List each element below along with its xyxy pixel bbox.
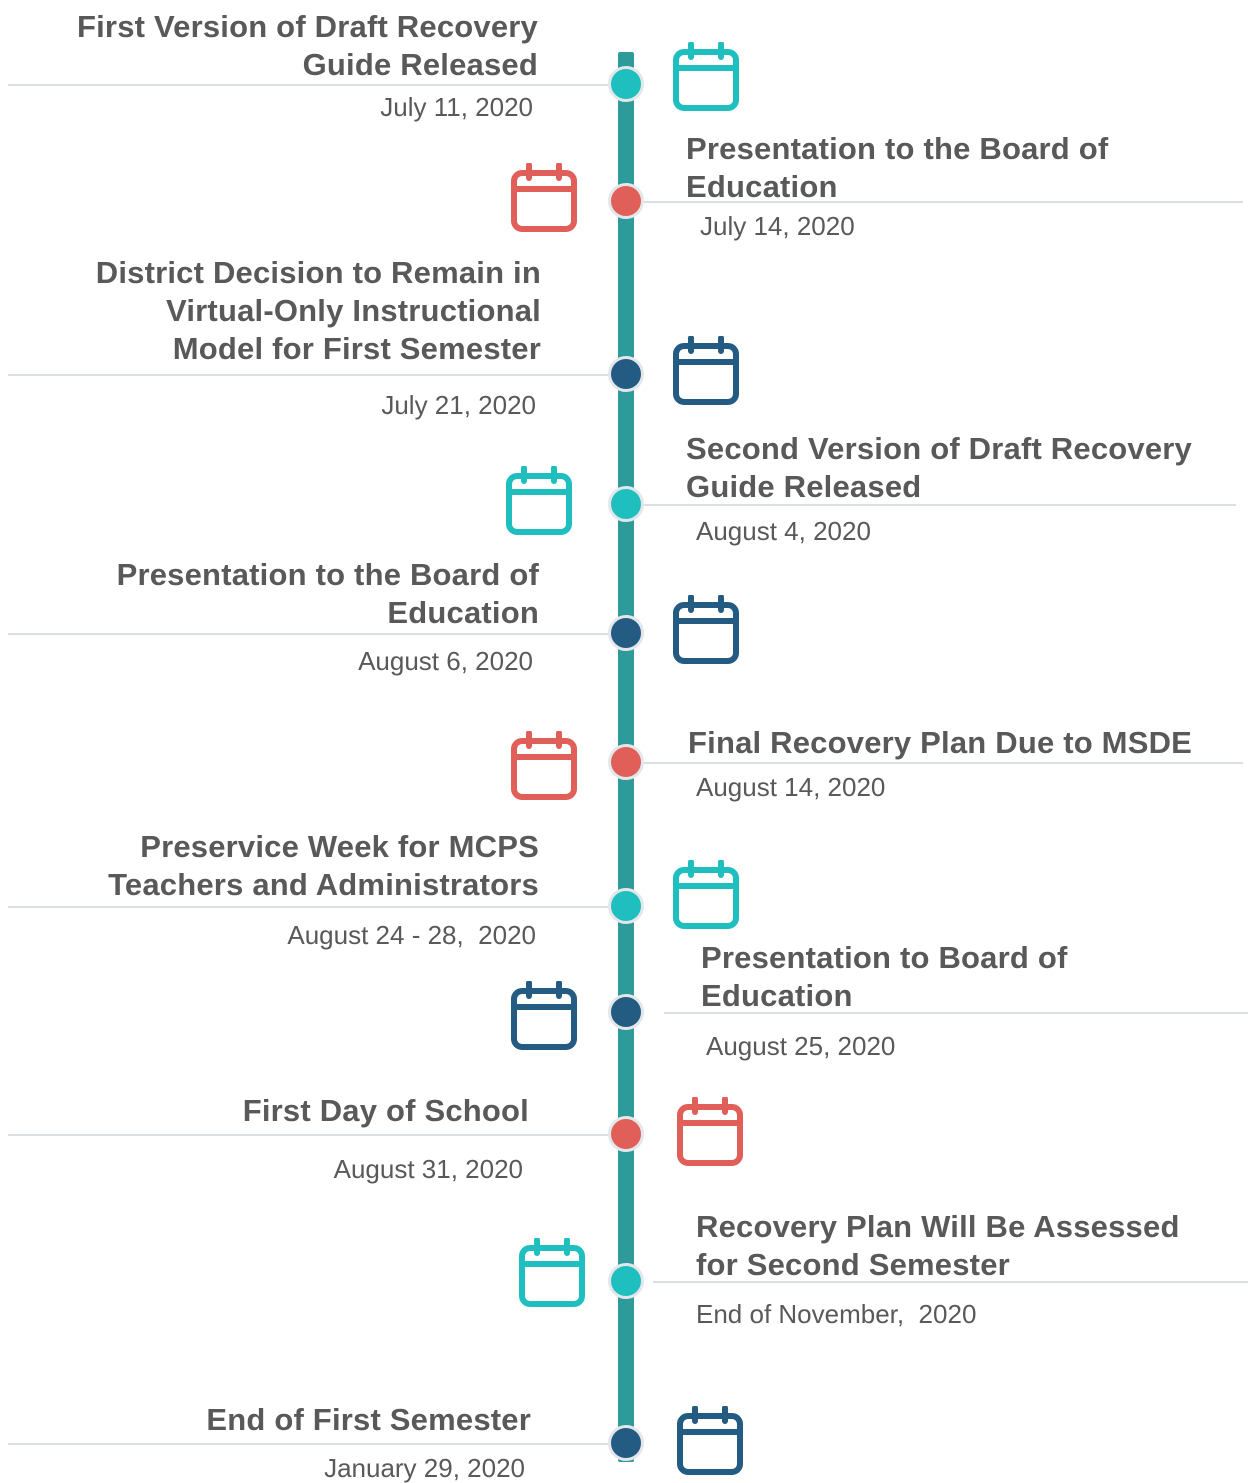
- event-date: July 14, 2020: [700, 211, 855, 241]
- event-divider: [8, 633, 610, 635]
- timeline-event: Second Version of Draft Recovery Guide R…: [0, 0, 1250, 546]
- timeline-dot: [608, 994, 644, 1030]
- timeline-dot: [608, 183, 644, 219]
- calendar-icon: [676, 1097, 744, 1167]
- event-title: Recovery Plan Will Be Assessed for Secon…: [696, 1209, 1180, 1282]
- event-date: August 4, 2020: [696, 516, 871, 546]
- event-divider: [8, 906, 610, 908]
- timeline-dot: [608, 744, 644, 780]
- timeline-dot: [608, 1263, 644, 1299]
- calendar-icon: [676, 1406, 744, 1476]
- event-divider: [644, 762, 1243, 764]
- event-date: July 11, 2020: [380, 92, 533, 122]
- event-date: August 24 - 28, 2020: [287, 920, 536, 950]
- timeline-dot: [608, 66, 644, 102]
- timeline-dot: [608, 888, 644, 924]
- event-divider: [8, 1443, 610, 1445]
- calendar-icon: [672, 595, 740, 665]
- calendar-icon: [672, 336, 740, 406]
- event-divider: [653, 1281, 1248, 1283]
- event-title: District Decision to Remain in Virtual-O…: [95, 255, 541, 366]
- event-date: August 6, 2020: [358, 646, 533, 676]
- event-date: August 14, 2020: [696, 772, 886, 802]
- event-divider: [664, 1012, 1248, 1014]
- timeline-event: First Version of Draft Recovery Guide Re…: [0, 0, 1250, 122]
- timeline-event: Recovery Plan Will Be Assessed for Secon…: [0, 0, 1250, 1329]
- event-divider: [644, 201, 1243, 203]
- event-date: End of November, 2020: [696, 1299, 977, 1329]
- calendar-icon: [505, 466, 573, 536]
- event-title: End of First Semester: [206, 1402, 531, 1437]
- calendar-icon: [510, 731, 578, 801]
- event-date: January 29, 2020: [324, 1453, 525, 1483]
- event-title: Second Version of Draft Recovery Guide R…: [686, 431, 1193, 504]
- calendar-icon: [672, 42, 740, 112]
- calendar-icon: [518, 1238, 586, 1308]
- event-title: Presentation to Board of Education: [701, 940, 1068, 1013]
- event-title: Presentation to the Board of Education: [116, 557, 539, 630]
- calendar-icon: [510, 981, 578, 1051]
- timeline-dot: [608, 486, 644, 522]
- calendar-icon: [510, 163, 578, 233]
- event-title: First Version of Draft Recovery Guide Re…: [76, 9, 538, 82]
- timeline-event: Preservice Week for MCPS Teachers and Ad…: [0, 0, 1250, 950]
- event-divider: [644, 504, 1236, 506]
- event-divider: [8, 84, 610, 86]
- event-date: August 25, 2020: [706, 1031, 896, 1061]
- timeline-event: Final Recovery Plan Due to MSDE August 14…: [0, 0, 1250, 802]
- timeline-event: District Decision to Remain in Virtual-O…: [0, 0, 1250, 420]
- event-title: Preservice Week for MCPS Teachers and Ad…: [108, 829, 539, 902]
- event-divider: [8, 1134, 610, 1136]
- event-date: August 31, 2020: [333, 1154, 523, 1184]
- event-title: First Day of School: [242, 1093, 529, 1128]
- event-divider: [8, 374, 610, 376]
- event-date: July 21, 2020: [381, 390, 536, 420]
- timeline-dot: [608, 615, 644, 651]
- event-title: Presentation to the Board of Education: [686, 131, 1109, 204]
- event-title: Final Recovery Plan Due to MSDE: [688, 725, 1193, 760]
- timeline-dot: [608, 1116, 644, 1152]
- timeline-dot: [608, 1425, 644, 1461]
- calendar-icon: [672, 860, 740, 930]
- timeline-dot: [608, 356, 644, 392]
